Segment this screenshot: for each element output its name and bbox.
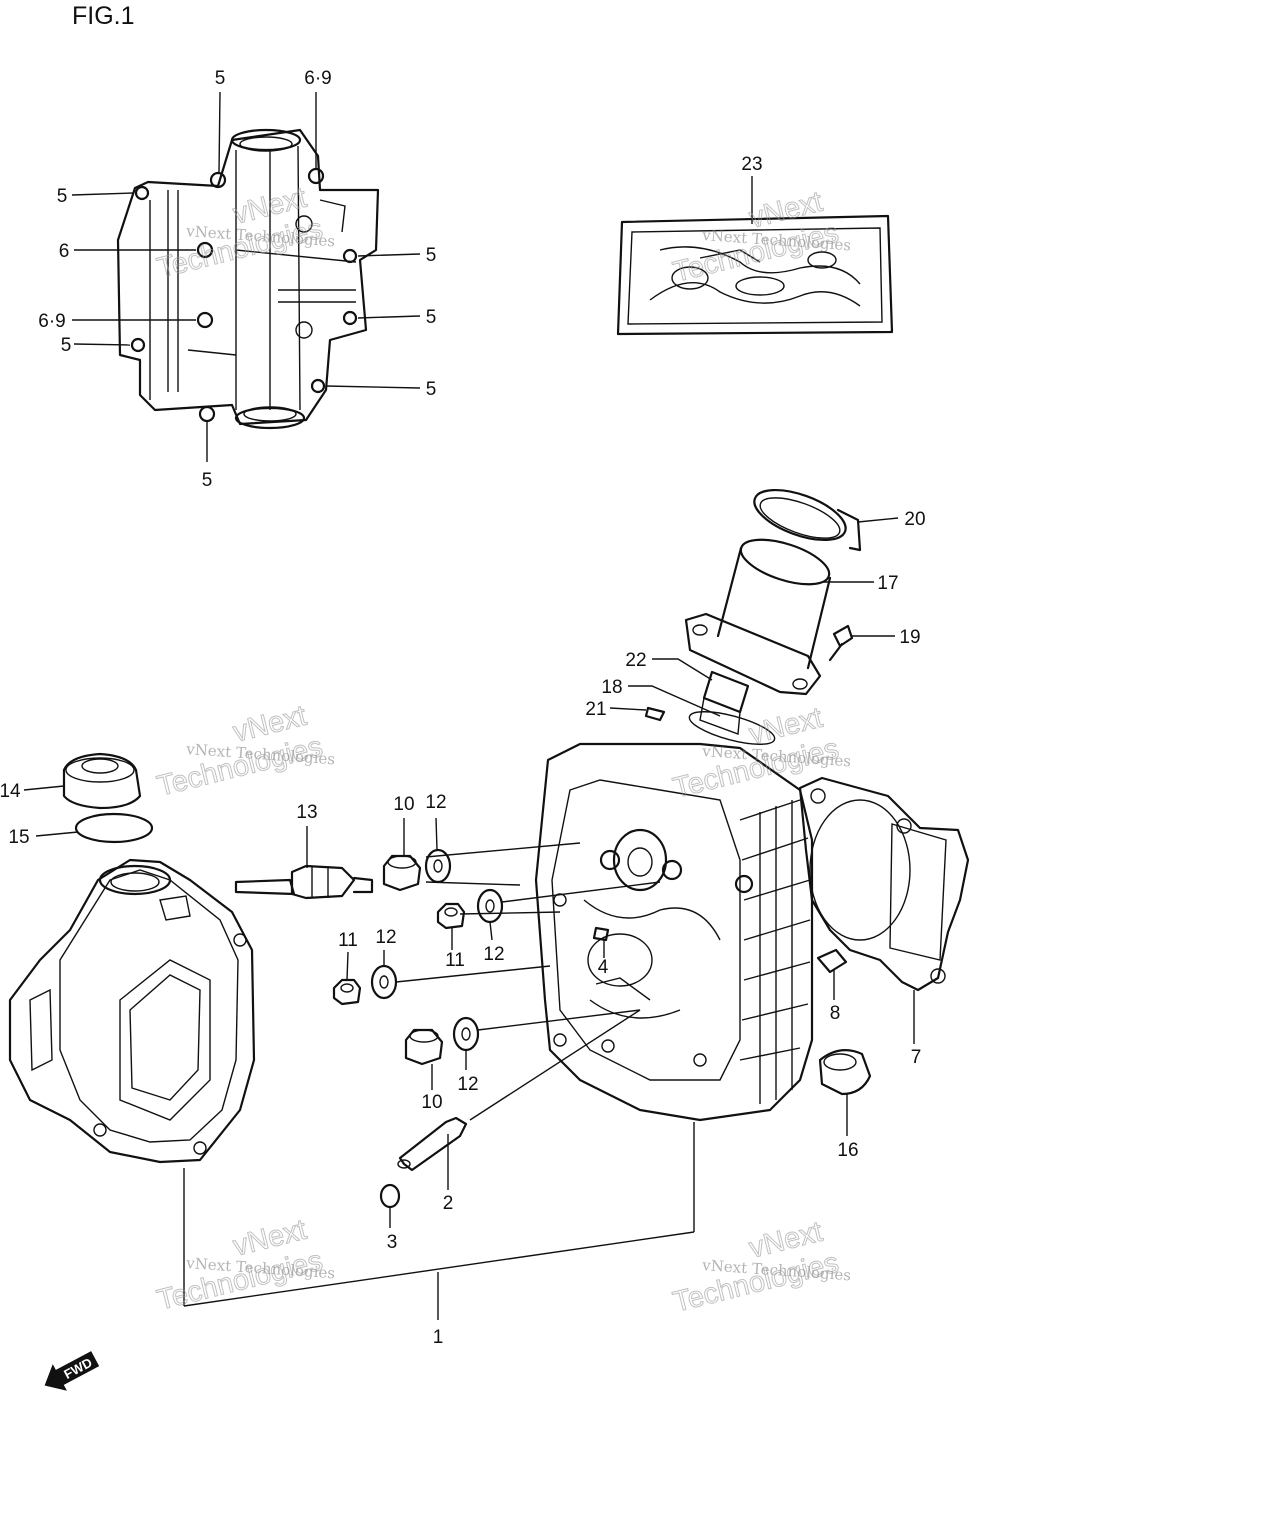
callout-label: 17 [877,573,898,594]
callout-label: 5 [426,379,437,400]
washer [476,888,504,924]
callout-label: 21 [585,699,606,720]
callout-label: 5 [426,245,437,266]
callout-label: 6·9 [304,68,331,89]
watermark: vNext Technologies vNext Technologies [153,699,335,803]
intake-dowel [644,706,666,722]
intake-o-ring [688,711,776,745]
gasket-set [616,214,894,336]
callout-label: 18 [601,677,622,698]
cap-nut [404,1028,444,1066]
callout-label: 5 [426,307,437,328]
oil-filler-cap [62,752,142,810]
callout-label: 3 [387,1232,398,1253]
callout-label: 10 [421,1092,442,1113]
callout-label: 14 [0,781,21,802]
cylinder-head-cover [8,858,256,1164]
watermark: vNext Technologies vNext Technologies [669,185,851,289]
callout-label: 19 [899,627,920,648]
cap-nut [382,854,422,892]
intake-pipe [684,538,832,735]
callout-numbers: 5 6·9 5 6 5 6·9 5 5 5 5 23 20 17 19 22 1… [0,68,926,1348]
washer [370,964,398,1000]
forward-arrow-icon: FWD [44,1351,100,1391]
washer [452,1016,480,1052]
intake-bolt [828,624,854,662]
callout-label: 20 [904,509,925,530]
nut [436,902,466,930]
callout-label: 12 [425,792,446,813]
watermark: vNext Technologies vNext Technologies [153,1213,335,1317]
callout-label: 8 [830,1003,841,1024]
dowel-pin [816,948,848,974]
watermark: vNext Technologies vNext Technologies [669,701,851,805]
watermark: vNext Technologies vNext Technologies [669,1215,851,1319]
callout-label: 5 [202,470,213,491]
cylinder-head-gasket [798,776,970,992]
callout-label: 12 [457,1074,478,1095]
pipe-o-ring [379,1183,401,1209]
callout-label: 12 [375,927,396,948]
callout-label: 6 [59,241,70,262]
callout-label: 5 [215,68,226,89]
cylinder-head [534,742,814,1122]
leader-lines [23,91,915,1320]
callout-label: 23 [741,154,762,175]
callout-label: 15 [8,827,29,848]
nut [332,978,362,1006]
callout-label: 22 [625,650,646,671]
filler-cap-o-ring [74,812,154,844]
callout-label: 6·9 [38,311,65,332]
callout-label: 12 [483,944,504,965]
callout-label: 13 [296,802,317,823]
oil-pipe [397,1116,468,1172]
figure-title: FIG.1 [72,2,135,30]
callout-label: 10 [393,794,414,815]
plug-cap [818,1049,872,1096]
fwd-label: FWD [61,1355,94,1382]
callout-label: 1 [433,1327,444,1348]
cylinder-head-top-view [116,128,380,430]
callout-label: 5 [61,335,72,356]
callout-label: 5 [57,186,68,207]
callout-label: 4 [598,957,609,978]
spark-plug [234,864,374,900]
callout-label: 7 [911,1047,922,1068]
stud-bolt [592,926,610,942]
callout-label: 11 [445,950,465,971]
callout-label: 2 [443,1193,454,1214]
intake-clamp [753,488,862,552]
callout-label: 16 [837,1140,858,1161]
watermark: vNext Technologies vNext Technologies [153,181,335,285]
callout-label: 11 [338,930,358,951]
